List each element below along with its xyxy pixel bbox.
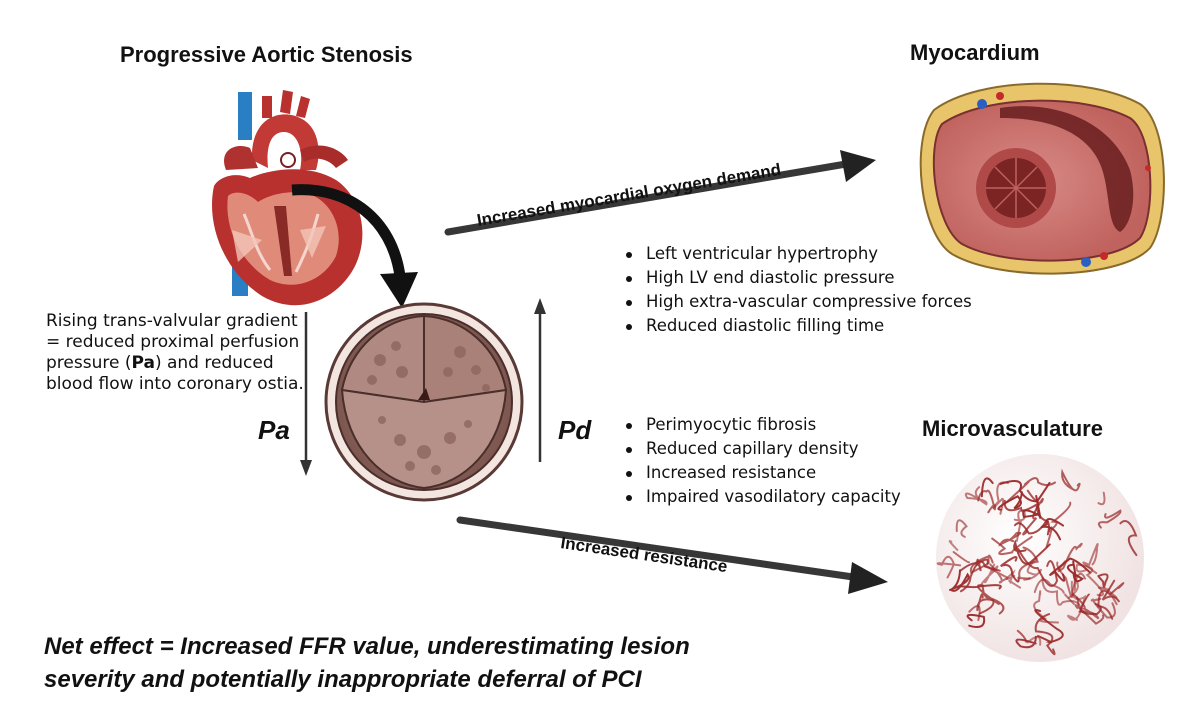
capillary-vessel (1056, 561, 1087, 598)
capillary-vessel (980, 563, 999, 586)
capillary-vessel (1119, 520, 1138, 557)
description-bold-pa: Pa (131, 353, 155, 373)
capillary-vessel (1090, 597, 1116, 619)
capillary-vessel (949, 569, 970, 592)
myocardium-illustration (919, 82, 1165, 275)
microvascular-effect-item: Impaired vasodilatory capacity (624, 485, 901, 509)
capillary-vessel (976, 584, 1005, 615)
oxygen-demand-label: Increased myocardial oxygen demand (475, 160, 782, 230)
capillary-vessel (964, 486, 988, 506)
capillary-vessel (997, 491, 1023, 511)
capillary-vessel (1097, 582, 1125, 620)
capillary-vessel (1022, 495, 1042, 519)
capillary-vessel (1015, 635, 1037, 649)
pa-label: Pa (258, 415, 290, 445)
capillary-vessel (1049, 557, 1091, 582)
microvascular-effect-item: Reduced capillary density (624, 437, 901, 461)
net-effect-line-2: severity and potentially inappropriate d… (44, 666, 642, 693)
capillary-vessel (1013, 539, 1051, 565)
capillary-vessel (977, 489, 997, 514)
capillary-vessel (1066, 580, 1087, 621)
microvascular-effects-list: Perimyocytic fibrosis Reduced capillary … (624, 413, 901, 509)
capillary-vessel (999, 480, 1051, 503)
capillary-vessel (966, 613, 986, 629)
capillary-vessel (1097, 509, 1122, 529)
capillary-vessel (1041, 576, 1082, 612)
capillary-vessel (1018, 546, 1040, 580)
myocardium-effect-item: Reduced diastolic filling time (624, 314, 972, 338)
heart-to-valve-arrow (291, 184, 406, 277)
net-effect-line-1: Net effect = Increased FFR value, undere… (44, 633, 690, 660)
capillary-vessel (959, 558, 989, 572)
capillary-vessel (1026, 636, 1042, 646)
capillary-vessel (1023, 557, 1043, 581)
capillary-vessel (936, 555, 962, 579)
heart-illustration (212, 90, 363, 306)
capillary-vessel (1034, 609, 1064, 644)
stenosis-description: Rising trans-valvular gradient = reduced… (46, 311, 316, 395)
net-effect-statement: Net effect = Increased FFR value, undere… (44, 630, 804, 696)
myocardium-title: Myocardium (910, 40, 1040, 65)
microvascular-effect-item: Perimyocytic fibrosis (624, 413, 901, 437)
myocardium-effect-item: Left ventricular hypertrophy (624, 242, 972, 266)
stenosis-title: Progressive Aortic Stenosis (120, 42, 413, 67)
capillary-vessel (1082, 543, 1099, 575)
capillary-vessel (1045, 501, 1072, 548)
myocardium-effect-item: High LV end diastolic pressure (624, 266, 972, 290)
description-text-2: ) and reduced blood flow into coronary o… (46, 353, 304, 394)
capillary-vessel (1101, 579, 1120, 603)
microvascular-effect-item: Increased resistance (624, 461, 901, 485)
microvasculature-illustration (936, 454, 1144, 662)
capillary-vessel (976, 593, 995, 615)
capillary-vessel (1000, 556, 1020, 583)
resistance-arrow (456, 516, 888, 594)
capillary-vessel (1005, 477, 1056, 504)
capillary-vessel (959, 584, 1002, 590)
capillary-vessel (1014, 519, 1050, 536)
description-text-1: Rising trans-valvular gradient = reduced… (46, 311, 300, 373)
capillary-vessel (1033, 590, 1060, 624)
capillary-vessel (948, 540, 959, 551)
oxygen-demand-arrow (444, 150, 876, 236)
microvasculature-title: Microvasculature (922, 416, 1103, 441)
capillary-vessel (1074, 596, 1105, 625)
capillary-vessel (1033, 578, 1075, 605)
capillary-vessel (1057, 542, 1083, 572)
capillary-vessel (1034, 613, 1056, 656)
capillary-vessel (952, 551, 970, 564)
capillary-vessel (1067, 573, 1079, 599)
capillary-vessel (955, 519, 968, 538)
pd-label: Pd (558, 415, 592, 445)
stenotic-valve-illustration (324, 302, 524, 502)
resistance-label: Increased resistance (559, 533, 728, 576)
heart-to-valve-arrowhead (380, 272, 418, 308)
capillary-vessel (998, 531, 1022, 547)
pd-arrow (534, 298, 546, 462)
capillary-vessel (1061, 468, 1081, 492)
capillary-vessel (1097, 491, 1106, 506)
myocardium-effects-list: Left ventricular hypertrophy High LV end… (624, 242, 972, 338)
pa-arrow (300, 312, 312, 476)
myocardium-effect-item: High extra-vascular compressive forces (624, 290, 972, 314)
capillary-vessel (959, 560, 1001, 593)
